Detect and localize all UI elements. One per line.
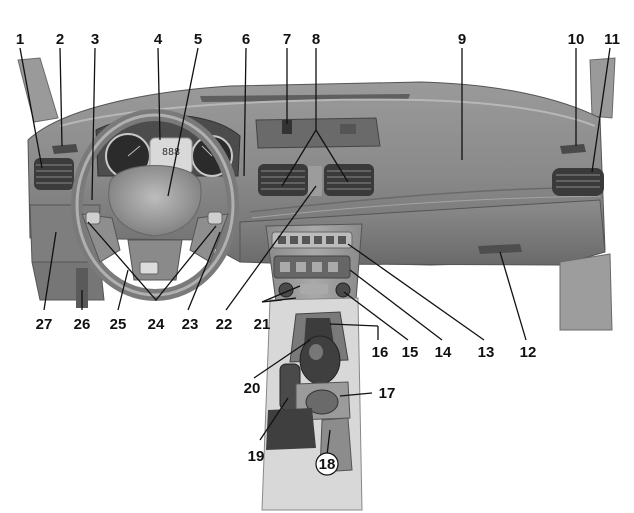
callout-24: 24 — [148, 316, 165, 333]
callout-13: 13 — [478, 344, 495, 361]
cluster-display-digits: 888 — [162, 147, 180, 158]
callout-19: 19 — [248, 448, 265, 465]
callout-16: 16 — [372, 344, 389, 361]
callout-17: 17 — [379, 385, 396, 402]
callout-23: 23 — [182, 316, 199, 333]
callout-21: 21 — [254, 316, 271, 333]
callout-14: 14 — [435, 344, 452, 361]
callout-5: 5 — [194, 31, 202, 48]
centre-console — [265, 223, 363, 303]
pedal — [76, 268, 88, 308]
tunnel — [261, 297, 363, 511]
leader-lines — [19, 47, 611, 456]
callout-9: 9 — [458, 31, 466, 48]
right-side-vents — [552, 144, 604, 196]
callout-11: 11 — [604, 31, 620, 48]
callout-20: 20 — [244, 380, 261, 397]
callout-2: 2 — [56, 31, 64, 48]
left-defrost-vent — [52, 144, 78, 154]
callout-4: 4 — [154, 31, 163, 48]
callout-1: 1 — [16, 31, 24, 48]
callout-26: 26 — [74, 316, 91, 333]
a-pillars — [17, 57, 616, 123]
callout-18-badge: 18 — [315, 452, 339, 476]
callout-12: 12 — [520, 344, 537, 361]
callout-3: 3 — [91, 31, 99, 48]
callout-6: 6 — [242, 31, 250, 48]
callout-8: 8 — [312, 31, 320, 48]
callout-10: 10 — [568, 31, 585, 48]
central-vents — [258, 164, 374, 196]
callout-labels: 1 2 3 4 5 6 7 8 9 10 11 12 13 14 15 16 1… — [16, 31, 620, 476]
callout-7: 7 — [283, 31, 291, 48]
left-side-vent — [34, 158, 74, 190]
callout-25: 25 — [110, 316, 127, 333]
callout-22: 22 — [216, 316, 233, 333]
callout-15: 15 — [402, 344, 419, 361]
callout-18: 18 — [319, 456, 336, 473]
callout-27: 27 — [36, 316, 53, 333]
